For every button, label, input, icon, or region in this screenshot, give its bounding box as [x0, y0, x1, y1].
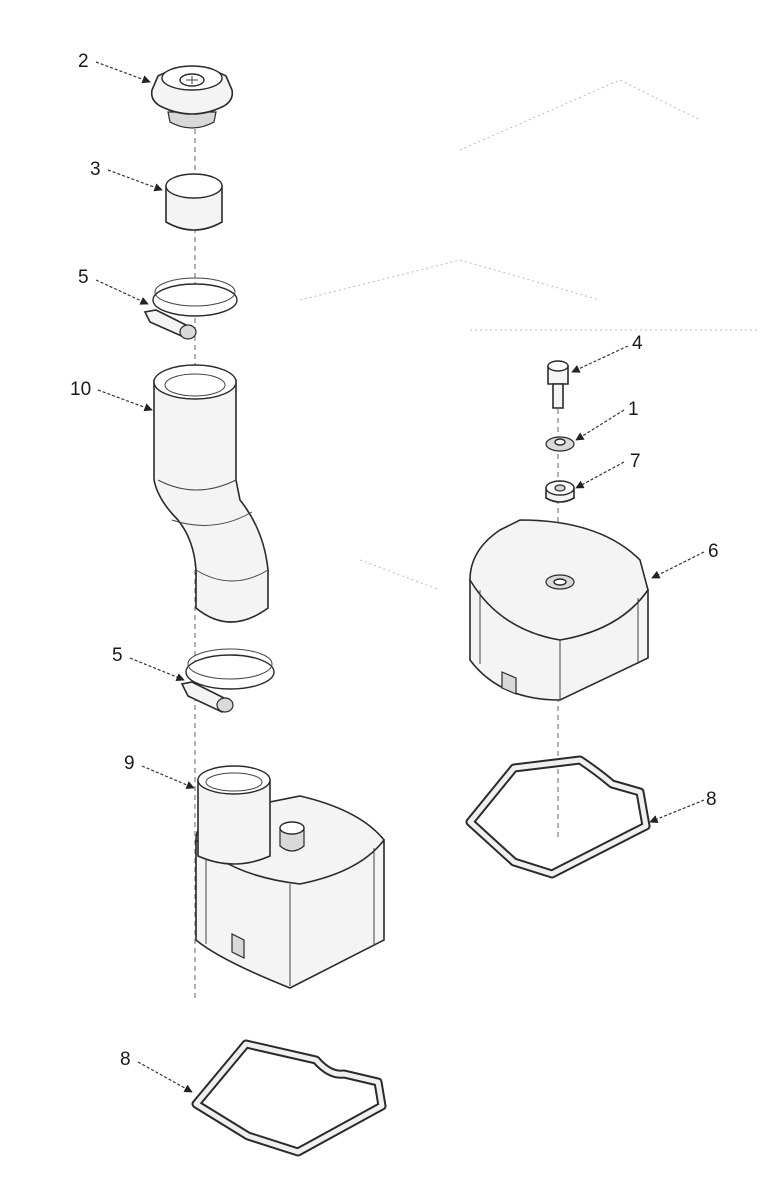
grommet-part — [545, 480, 575, 503]
lower-gasket-part — [191, 1039, 387, 1157]
callout-7: 7 — [630, 451, 641, 472]
upper-gasket-part — [465, 755, 651, 879]
callout-8-upper: 8 — [706, 789, 717, 810]
upper-clamp-part — [143, 277, 238, 340]
cover-part — [469, 519, 649, 701]
cap-part — [150, 65, 234, 129]
callout-5-lower: 5 — [112, 645, 123, 666]
housing-part — [195, 765, 386, 989]
callout-8-lower: 8 — [120, 1049, 131, 1070]
lower-clamp-part — [180, 648, 275, 714]
callout-4: 4 — [632, 333, 643, 354]
callout-3: 3 — [90, 159, 101, 180]
callout-10: 10 — [70, 379, 92, 400]
sleeve-part — [165, 173, 223, 231]
callout-1: 1 — [628, 399, 639, 420]
washer-part — [545, 436, 575, 452]
elbow-hose-part — [153, 364, 269, 623]
callout-5-upper: 5 — [78, 267, 89, 288]
leader-lines — [95, 61, 705, 1093]
bolt-part — [547, 360, 569, 409]
callout-9: 9 — [124, 753, 135, 774]
callout-6: 6 — [708, 541, 719, 562]
background-texture — [299, 79, 760, 591]
callout-2: 2 — [78, 51, 89, 72]
